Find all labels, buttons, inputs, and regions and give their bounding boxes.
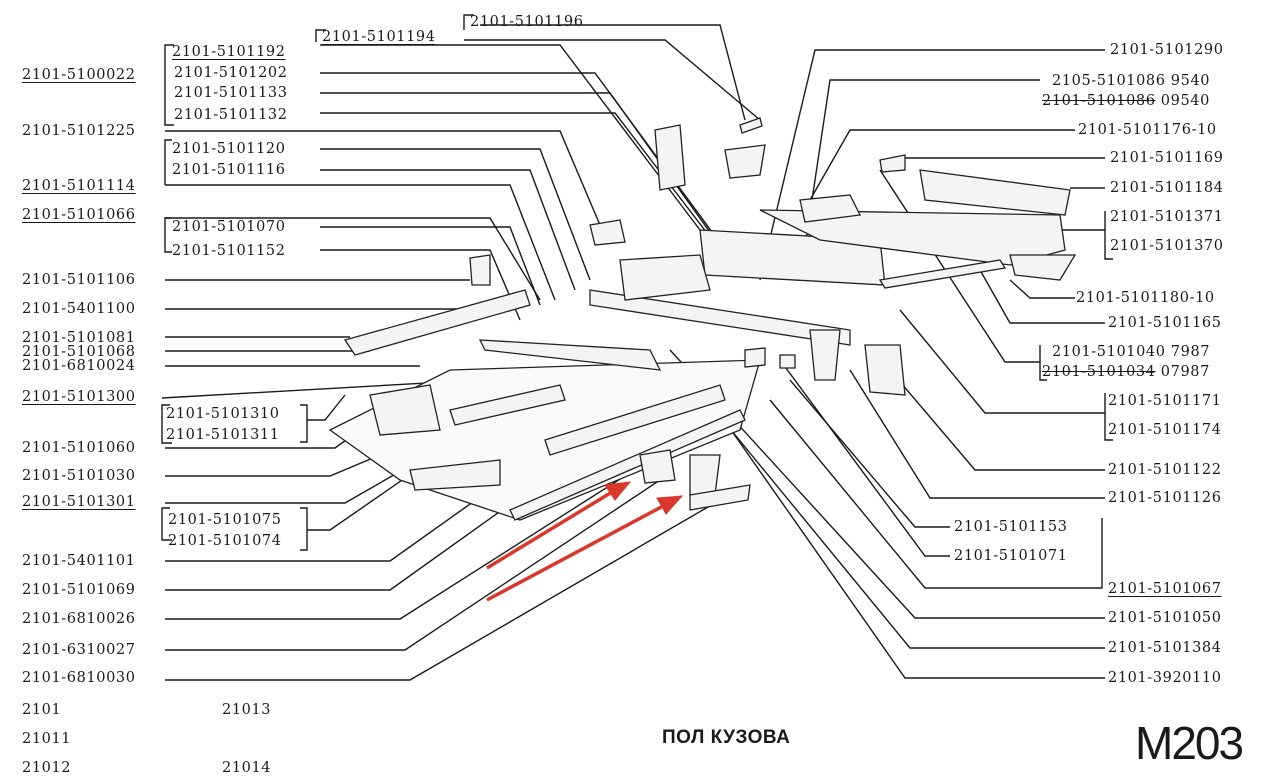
model-label: 21013 bbox=[222, 702, 272, 718]
arrow-head-rear bbox=[656, 495, 684, 515]
part-label[interactable]: 2101-5101081 bbox=[22, 330, 136, 346]
part-label[interactable]: 2101-5101225 bbox=[22, 123, 136, 139]
part-label[interactable]: 2101-3920110 bbox=[1108, 670, 1222, 686]
part-label[interactable]: 2101-6810030 bbox=[22, 670, 136, 686]
part-label[interactable]: 2101-6310027 bbox=[22, 642, 136, 658]
part-label[interactable]: 2101-5101068 bbox=[22, 344, 136, 360]
part-label[interactable]: 2101-5101202 bbox=[174, 65, 288, 81]
part-label[interactable]: 2101-6810026 bbox=[22, 611, 136, 627]
part-label[interactable]: 2101-5101169 bbox=[1110, 150, 1224, 166]
part-label[interactable]: 2101-5101384 bbox=[1108, 640, 1222, 656]
part-label[interactable]: 2101-5101067 bbox=[1108, 581, 1222, 597]
part-label[interactable]: 2101-5101153 bbox=[954, 519, 1068, 535]
part-label[interactable]: 2101-5101192 bbox=[172, 44, 286, 60]
part-label[interactable]: 2101-5101070 bbox=[172, 219, 286, 235]
part-label[interactable]: 2101-5101116 bbox=[172, 162, 286, 178]
part-label[interactable]: 2101-5101301 bbox=[22, 494, 136, 510]
arrow-annotation-front bbox=[486, 490, 613, 570]
part-label[interactable]: 2101-5101171 bbox=[1108, 393, 1222, 409]
part-label[interactable]: 2101-5101074 bbox=[168, 533, 282, 549]
arrow-head-front bbox=[604, 481, 632, 501]
part-label[interactable]: 2101-5101066 bbox=[22, 207, 136, 223]
part-label-superseded[interactable]: 2101-5101086 09540 bbox=[1042, 93, 1210, 109]
part-label[interactable]: 2101-5101040 7987 bbox=[1052, 344, 1211, 360]
replacement-suffix: 09540 bbox=[1155, 93, 1210, 109]
part-label[interactable]: 2101-5100022 bbox=[22, 67, 136, 83]
part-label[interactable]: 2101-5101071 bbox=[954, 548, 1068, 564]
part-label[interactable]: 2101-5101196 bbox=[470, 14, 584, 30]
part-label[interactable]: 2101-5101176-10 bbox=[1078, 122, 1217, 138]
superseded-number: 2101-5101086 bbox=[1042, 93, 1156, 109]
model-label: 21011 bbox=[22, 731, 72, 747]
diagram-title: ПОЛ КУЗОВА bbox=[662, 727, 791, 748]
part-label[interactable]: 2101-5101370 bbox=[1110, 238, 1224, 254]
superseded-number: 2101-5101034 bbox=[1042, 364, 1156, 380]
part-label[interactable]: 2105-5101086 9540 bbox=[1052, 73, 1211, 89]
sheet-code: M203 bbox=[1135, 717, 1244, 769]
part-label[interactable]: 2101-5101310 bbox=[166, 406, 280, 422]
part-label[interactable]: 2101-5101126 bbox=[1108, 490, 1222, 506]
model-label: 21014 bbox=[222, 760, 272, 776]
part-label[interactable]: 2101-5401101 bbox=[22, 553, 136, 569]
floor-drawing bbox=[328, 117, 1077, 521]
part-label[interactable]: 2101-5101133 bbox=[174, 85, 288, 101]
part-label[interactable]: 2101-5101106 bbox=[22, 272, 136, 288]
part-label[interactable]: 2101-5401100 bbox=[22, 301, 136, 317]
part-label[interactable]: 2101-5101194 bbox=[322, 29, 436, 45]
arrow-annotation-rear bbox=[486, 503, 666, 602]
model-label: 2101 bbox=[22, 702, 62, 718]
part-label[interactable]: 2101-5101300 bbox=[22, 389, 136, 405]
part-label[interactable]: 2101-5101152 bbox=[172, 243, 286, 259]
part-label[interactable]: 2101-5101180-10 bbox=[1076, 290, 1215, 306]
part-label[interactable]: 2101-5101311 bbox=[166, 427, 280, 443]
part-label[interactable]: 2101-5101120 bbox=[172, 141, 286, 157]
part-label[interactable]: 2101-5101371 bbox=[1110, 209, 1224, 225]
part-label[interactable]: 2101-5101290 bbox=[1110, 42, 1224, 58]
replacement-suffix: 07987 bbox=[1155, 364, 1210, 380]
part-label[interactable]: 2101-5101165 bbox=[1108, 315, 1222, 331]
part-label-superseded[interactable]: 2101-5101034 07987 bbox=[1042, 364, 1210, 380]
part-label[interactable]: 2101-5101132 bbox=[174, 107, 288, 123]
part-label[interactable]: 2101-5101069 bbox=[22, 582, 136, 598]
part-label[interactable]: 2101-5101174 bbox=[1108, 422, 1222, 438]
part-label[interactable]: 2101-5101184 bbox=[1110, 180, 1224, 196]
part-label[interactable]: 2101-6810024 bbox=[22, 358, 136, 374]
part-label[interactable]: 2101-5101050 bbox=[1108, 610, 1222, 626]
part-label[interactable]: 2101-5101075 bbox=[168, 512, 282, 528]
model-label: 21012 bbox=[22, 760, 72, 776]
part-label[interactable]: 2101-5101114 bbox=[22, 178, 136, 194]
red-arrows bbox=[486, 481, 684, 602]
part-label[interactable]: 2101-5101060 bbox=[22, 440, 136, 456]
part-label[interactable]: 2101-5101122 bbox=[1108, 462, 1222, 478]
part-label[interactable]: 2101-5101030 bbox=[22, 468, 136, 484]
